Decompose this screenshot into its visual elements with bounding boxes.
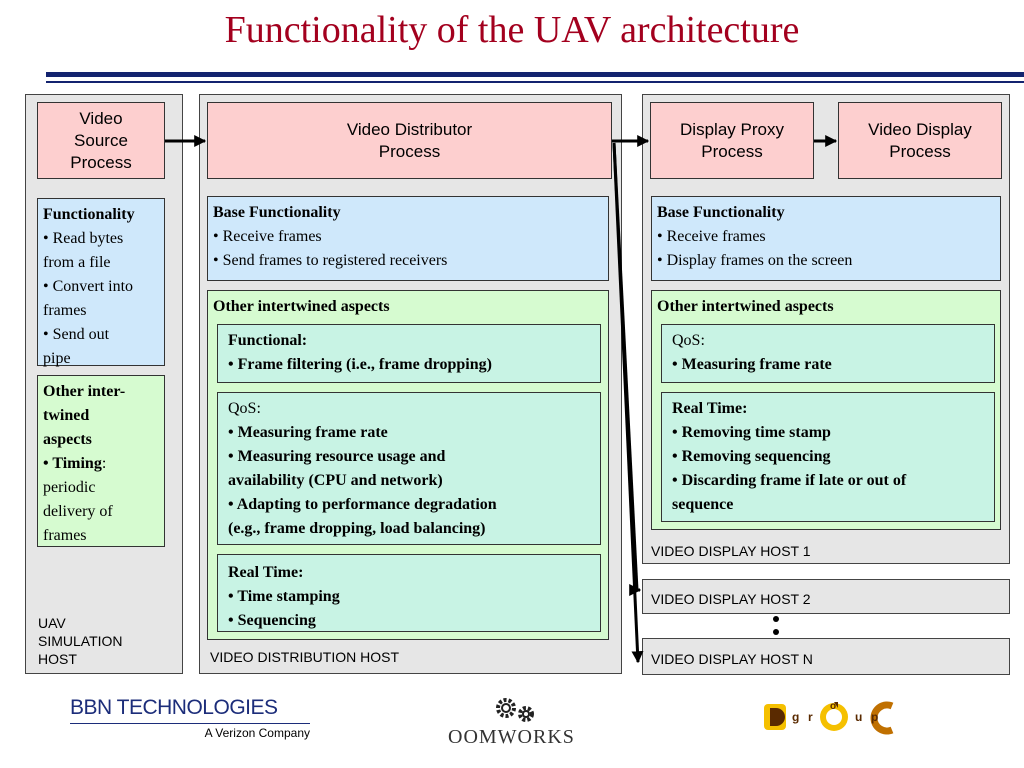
distribution-host-label: VIDEO DISTRIBUTION HOST [210, 649, 400, 665]
video-display-process: Video Display Process [838, 102, 1002, 179]
bbn-logo-rule [70, 723, 310, 724]
title-rule-thick [46, 72, 1024, 77]
video-display-host-n [642, 638, 1010, 675]
display-proxy-process: Display Proxy Process [650, 102, 814, 179]
doc-group-logo: g r o u p [760, 698, 900, 738]
video-source-process: Video Source Process [37, 102, 165, 179]
ellipsis-dots [770, 614, 782, 638]
title-rule-thin [46, 81, 1024, 83]
bbn-logo: BBN TECHNOLOGIES A Verizon Company [70, 696, 310, 740]
uav-functionality-box: Functionality • Read bytes from a file •… [37, 198, 165, 367]
display-qos-box: QoS: • Measuring frame rate [661, 324, 995, 383]
gears-icon [496, 698, 534, 722]
display-realtime-box: Real Time: • Removing time stamp • Remov… [661, 392, 995, 522]
doc-logo-icon [764, 701, 894, 735]
distributor-base-functionality-box: Base Functionality • Receive frames • Se… [207, 196, 609, 281]
display-host-n-label: VIDEO DISPLAY HOST N [651, 651, 813, 667]
distributor-functional-box: Functional: • Frame filtering (i.e., fra… [217, 324, 601, 383]
doc-letter-r: r [808, 710, 813, 724]
doc-letter-o: o [830, 701, 837, 712]
display-host-2-label: VIDEO DISPLAY HOST 2 [651, 591, 811, 607]
arrow-distributor-to-host-n [612, 142, 644, 664]
display-host-1-label: VIDEO DISPLAY HOST 1 [651, 543, 811, 559]
video-distributor-process: Video Distributor Process [207, 102, 612, 179]
distributor-realtime-box: Real Time: • Time stamping • Sequencing [217, 554, 601, 632]
display-base-functionality-box: Base Functionality • Receive frames • Di… [651, 196, 1001, 281]
uav-other-aspects-box: Other inter- twined aspects • Timing: pe… [37, 375, 165, 547]
doc-letter-u: u [855, 710, 863, 724]
oomworks-logo: OOMWORKS [448, 696, 608, 751]
page-title: Functionality of the UAV architecture [224, 9, 800, 51]
uav-host-label: UAV SIMULATION HOST [38, 615, 123, 667]
doc-letter-g: g [792, 710, 800, 724]
distributor-qos-box: QoS: • Measuring frame rate • Measuring … [217, 392, 601, 545]
doc-letter-p: p [871, 710, 879, 724]
video-display-host-2 [642, 579, 1010, 614]
